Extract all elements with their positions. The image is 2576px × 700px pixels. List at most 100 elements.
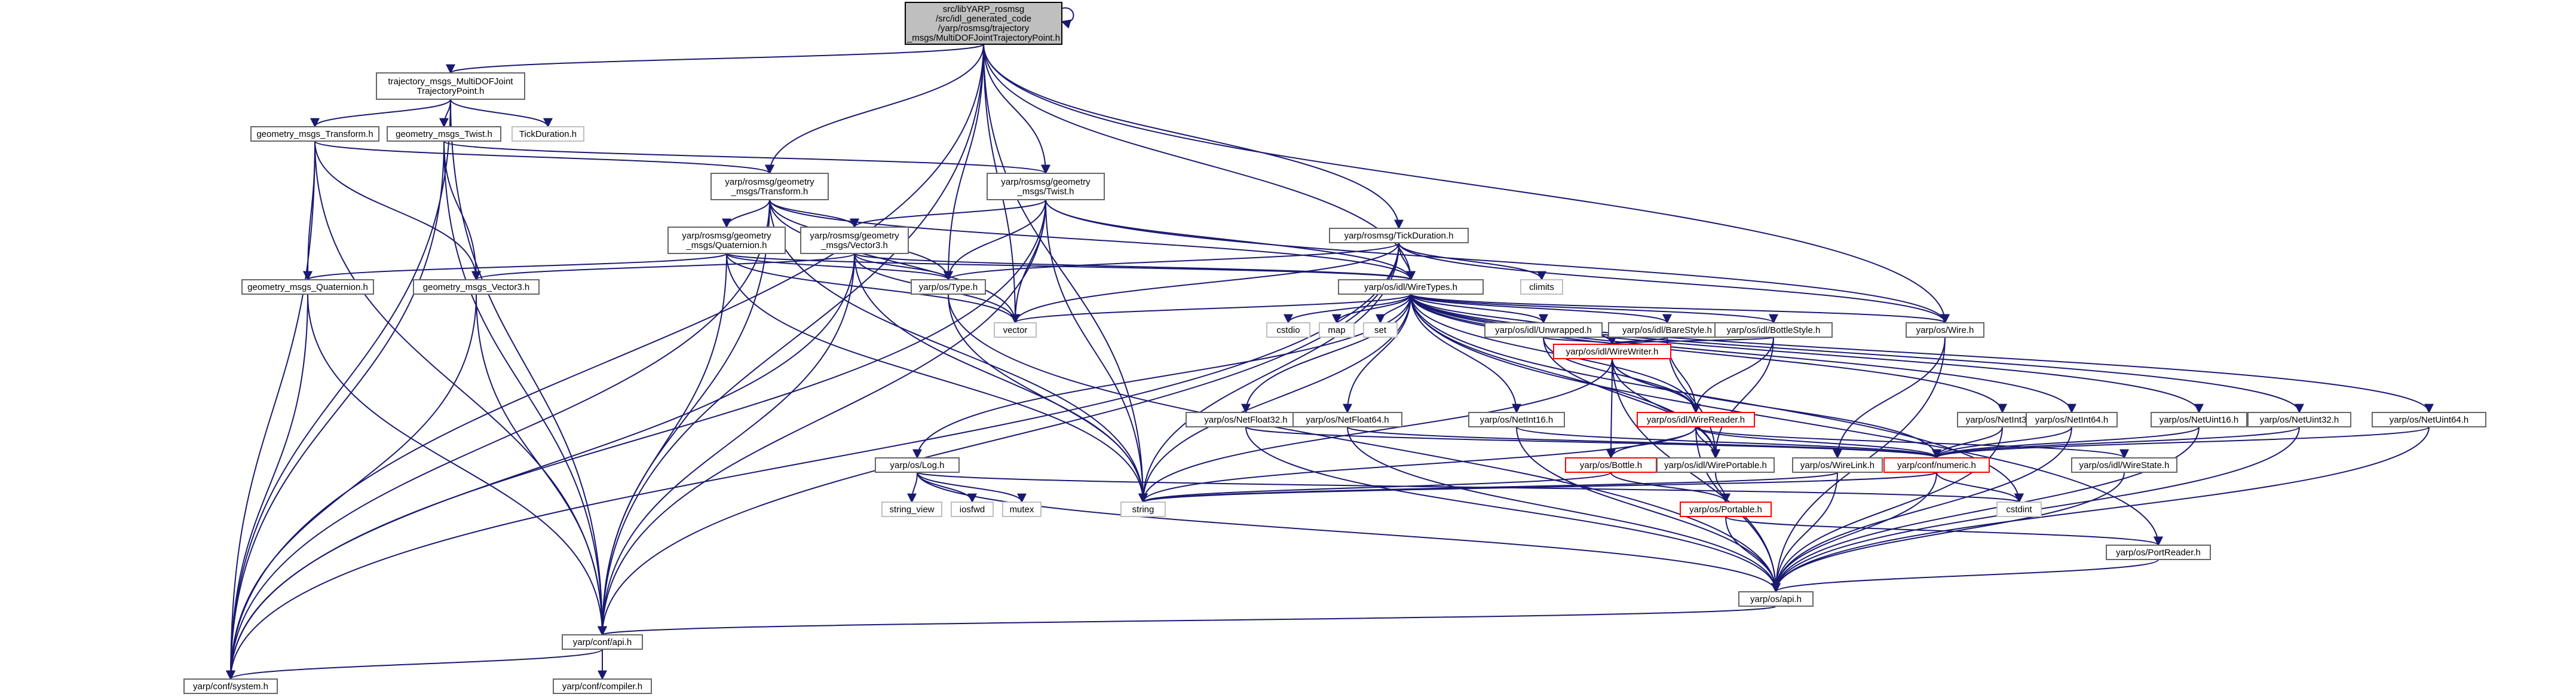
node-label: yarp/os/idl/WirePortable.h — [1664, 460, 1767, 470]
node-label: yarp/os/idl/WireWriter.h — [1566, 347, 1659, 357]
node-float64[interactable]: yarp/os/NetFloat64.h — [1292, 412, 1402, 427]
node-label: yarp/os/NetInt32.h — [1966, 415, 2039, 425]
edge-gmquat-to-confsystem — [226, 294, 308, 680]
node-label: yarp/os/NetUint32.h — [2260, 415, 2339, 425]
node-gmquat[interactable]: geometry_msgs_Quaternion.h — [241, 279, 374, 295]
node-ytickdur[interactable]: yarp/rosmsg/TickDuration.h — [1329, 228, 1469, 243]
node-mutex[interactable]: mutex — [1002, 502, 1042, 517]
node-label: yarp/conf/numeric.h — [1897, 460, 1976, 470]
edge-wiretypes-to-log — [912, 294, 1411, 459]
node-ymtwist[interactable]: yarp/rosmsg/geometry_msgs/Twist.h — [987, 173, 1105, 200]
node-log[interactable]: yarp/os/Log.h — [875, 457, 960, 473]
node-string_view[interactable]: string_view — [881, 502, 942, 517]
edge-wirelink-to-osapi — [1771, 472, 1838, 593]
edge-wiretypes-to-float32 — [1241, 294, 1411, 414]
node-wirestate[interactable]: yarp/os/idl/WireState.h — [2071, 457, 2177, 473]
node-confcompiler[interactable]: yarp/conf/compiler.h — [553, 678, 652, 694]
edge-int64-to-osapi — [1771, 426, 2072, 593]
node-box — [987, 173, 1105, 200]
node-wirelink[interactable]: yarp/os/WireLink.h — [1792, 457, 1883, 473]
node-uint64[interactable]: yarp/os/NetUint64.h — [2372, 412, 2486, 427]
node-wirereader[interactable]: yarp/os/idl/WireReader.h — [1637, 412, 1755, 427]
node-ymquat[interactable]: yarp/rosmsg/geometry_msgs/Quaternion.h — [667, 227, 786, 254]
node-osapi[interactable]: yarp/os/api.h — [1738, 591, 1814, 607]
node-int64[interactable]: yarp/os/NetInt64.h — [2026, 412, 2118, 427]
node-cstdio[interactable]: cstdio — [1266, 322, 1310, 338]
edge-uint16-to-numeric — [1932, 426, 2200, 459]
node-climits[interactable]: climits — [1520, 279, 1563, 295]
node-uint16[interactable]: yarp/os/NetUint16.h — [2151, 412, 2247, 427]
node-gmtransform[interactable]: geometry_msgs_Transform.h — [250, 126, 379, 142]
node-set[interactable]: set — [1363, 322, 1398, 338]
node-label: yarp/conf/compiler.h — [562, 681, 642, 692]
node-int16[interactable]: yarp/os/NetInt16.h — [1468, 412, 1565, 427]
edge-portable-to-osapi — [1725, 516, 1781, 593]
node-box — [1520, 279, 1563, 295]
edge-ymquat-to-vector — [726, 253, 1020, 324]
edge-wiretypes-to-cstdio — [1284, 294, 1411, 324]
node-cstdint[interactable]: cstdint — [1996, 502, 2042, 517]
edge-ymquat-to-ytype — [726, 253, 953, 281]
node-label: geometry_msgs_Twist.h — [396, 129, 492, 139]
node-wireportable[interactable]: yarp/os/idl/WirePortable.h — [1656, 457, 1775, 473]
node-ymvec3[interactable]: yarp/rosmsg/geometry_msgs/Vector3.h — [800, 227, 909, 254]
node-root[interactable]: src/libYARP_rosmsg/src/idl_generated_cod… — [905, 2, 1062, 45]
edge-ymquat-to-string — [726, 253, 1148, 503]
node-box — [710, 173, 829, 200]
node-label: iosfwd — [960, 505, 985, 515]
node-label: yarp/rosmsg/geometry — [682, 231, 771, 241]
node-ywire[interactable]: yarp/os/Wire.h — [1906, 322, 1984, 338]
node-traj[interactable]: trajectory_msgs_MultiDOFJointTrajectoryP… — [376, 72, 525, 100]
node-wiretypes[interactable]: yarp/os/idl/WireTypes.h — [1338, 279, 1484, 295]
node-label: _msgs/Twist.h — [1016, 187, 1074, 197]
node-numeric[interactable]: yarp/conf/numeric.h — [1883, 457, 1990, 473]
node-box — [1292, 412, 1402, 427]
node-box — [2071, 457, 2177, 473]
node-label: /yarp/rosmsg/trajectory — [938, 23, 1030, 33]
node-float32[interactable]: yarp/os/NetFloat32.h — [1186, 412, 1306, 427]
node-bottle[interactable]: yarp/os/Bottle.h — [1565, 457, 1657, 473]
node-iosfwd[interactable]: iosfwd — [951, 502, 994, 517]
node-label: _msgs/MultiDOFJointTrajectoryPoint.h — [906, 33, 1060, 43]
node-label: yarp/rosmsg/geometry — [810, 231, 899, 241]
node-box — [1319, 322, 1355, 338]
node-tickdur[interactable]: TickDuration.h — [511, 126, 584, 142]
node-box — [250, 126, 379, 142]
node-bottlestyle[interactable]: yarp/os/idl/BottleStyle.h — [1714, 322, 1833, 338]
edge-gmtransform-to-confapi — [314, 140, 607, 636]
node-gmvec3[interactable]: geometry_msgs_Vector3.h — [413, 279, 540, 295]
node-string[interactable]: string — [1120, 502, 1166, 517]
node-map[interactable]: map — [1319, 322, 1355, 338]
node-ymtransform[interactable]: yarp/rosmsg/geometry_msgs/Transform.h — [710, 173, 829, 200]
edge-wiretypes-to-uint32 — [1410, 294, 2304, 414]
node-box — [553, 678, 652, 694]
node-portable[interactable]: yarp/os/Portable.h — [1680, 502, 1772, 517]
node-confapi[interactable]: yarp/conf/api.h — [562, 634, 643, 650]
node-unwrapped[interactable]: yarp/os/idl/Unwrapped.h — [1484, 322, 1603, 338]
node-label: yarp/os/PortReader.h — [2116, 548, 2201, 558]
node-wirewriter[interactable]: yarp/os/idl/WireWriter.h — [1553, 344, 1671, 359]
edge-gmtransform-to-gmvec3 — [314, 140, 481, 281]
node-label: yarp/os/Wire.h — [1916, 325, 1974, 335]
edge-int16-to-osapi — [1516, 426, 1781, 593]
edge-ytype-to-osapi — [948, 294, 1781, 593]
node-vector[interactable]: vector — [994, 322, 1037, 338]
node-box — [1002, 502, 1042, 517]
node-barestyle[interactable]: yarp/os/idl/BareStyle.h — [1608, 322, 1726, 338]
node-confsystem[interactable]: yarp/conf/system.h — [183, 678, 278, 694]
node-ytype[interactable]: yarp/os/Type.h — [911, 279, 986, 295]
node-uint32[interactable]: yarp/os/NetUint32.h — [2247, 412, 2351, 427]
edge-ymtwist-to-ytype — [944, 199, 1046, 281]
edge-root-to-confapi — [598, 44, 984, 636]
edge-wiretypes-to-bottlestyle — [1410, 294, 1778, 324]
edge-log-to-string_view — [907, 472, 918, 503]
edge-ymtransform-to-vector — [769, 199, 1020, 324]
edge-wiretypes-to-barestyle — [1410, 294, 1672, 324]
edge-ymtwist-to-vector — [1010, 199, 1046, 324]
edge-int16-to-numeric — [1516, 426, 1941, 459]
edge-wiretypes-to-uint64 — [1410, 294, 2434, 414]
node-gmtwist[interactable]: geometry_msgs_Twist.h — [387, 126, 501, 142]
edge-wiretypes-to-float64 — [1343, 294, 1411, 414]
node-portreader[interactable]: yarp/os/PortReader.h — [2106, 545, 2211, 560]
